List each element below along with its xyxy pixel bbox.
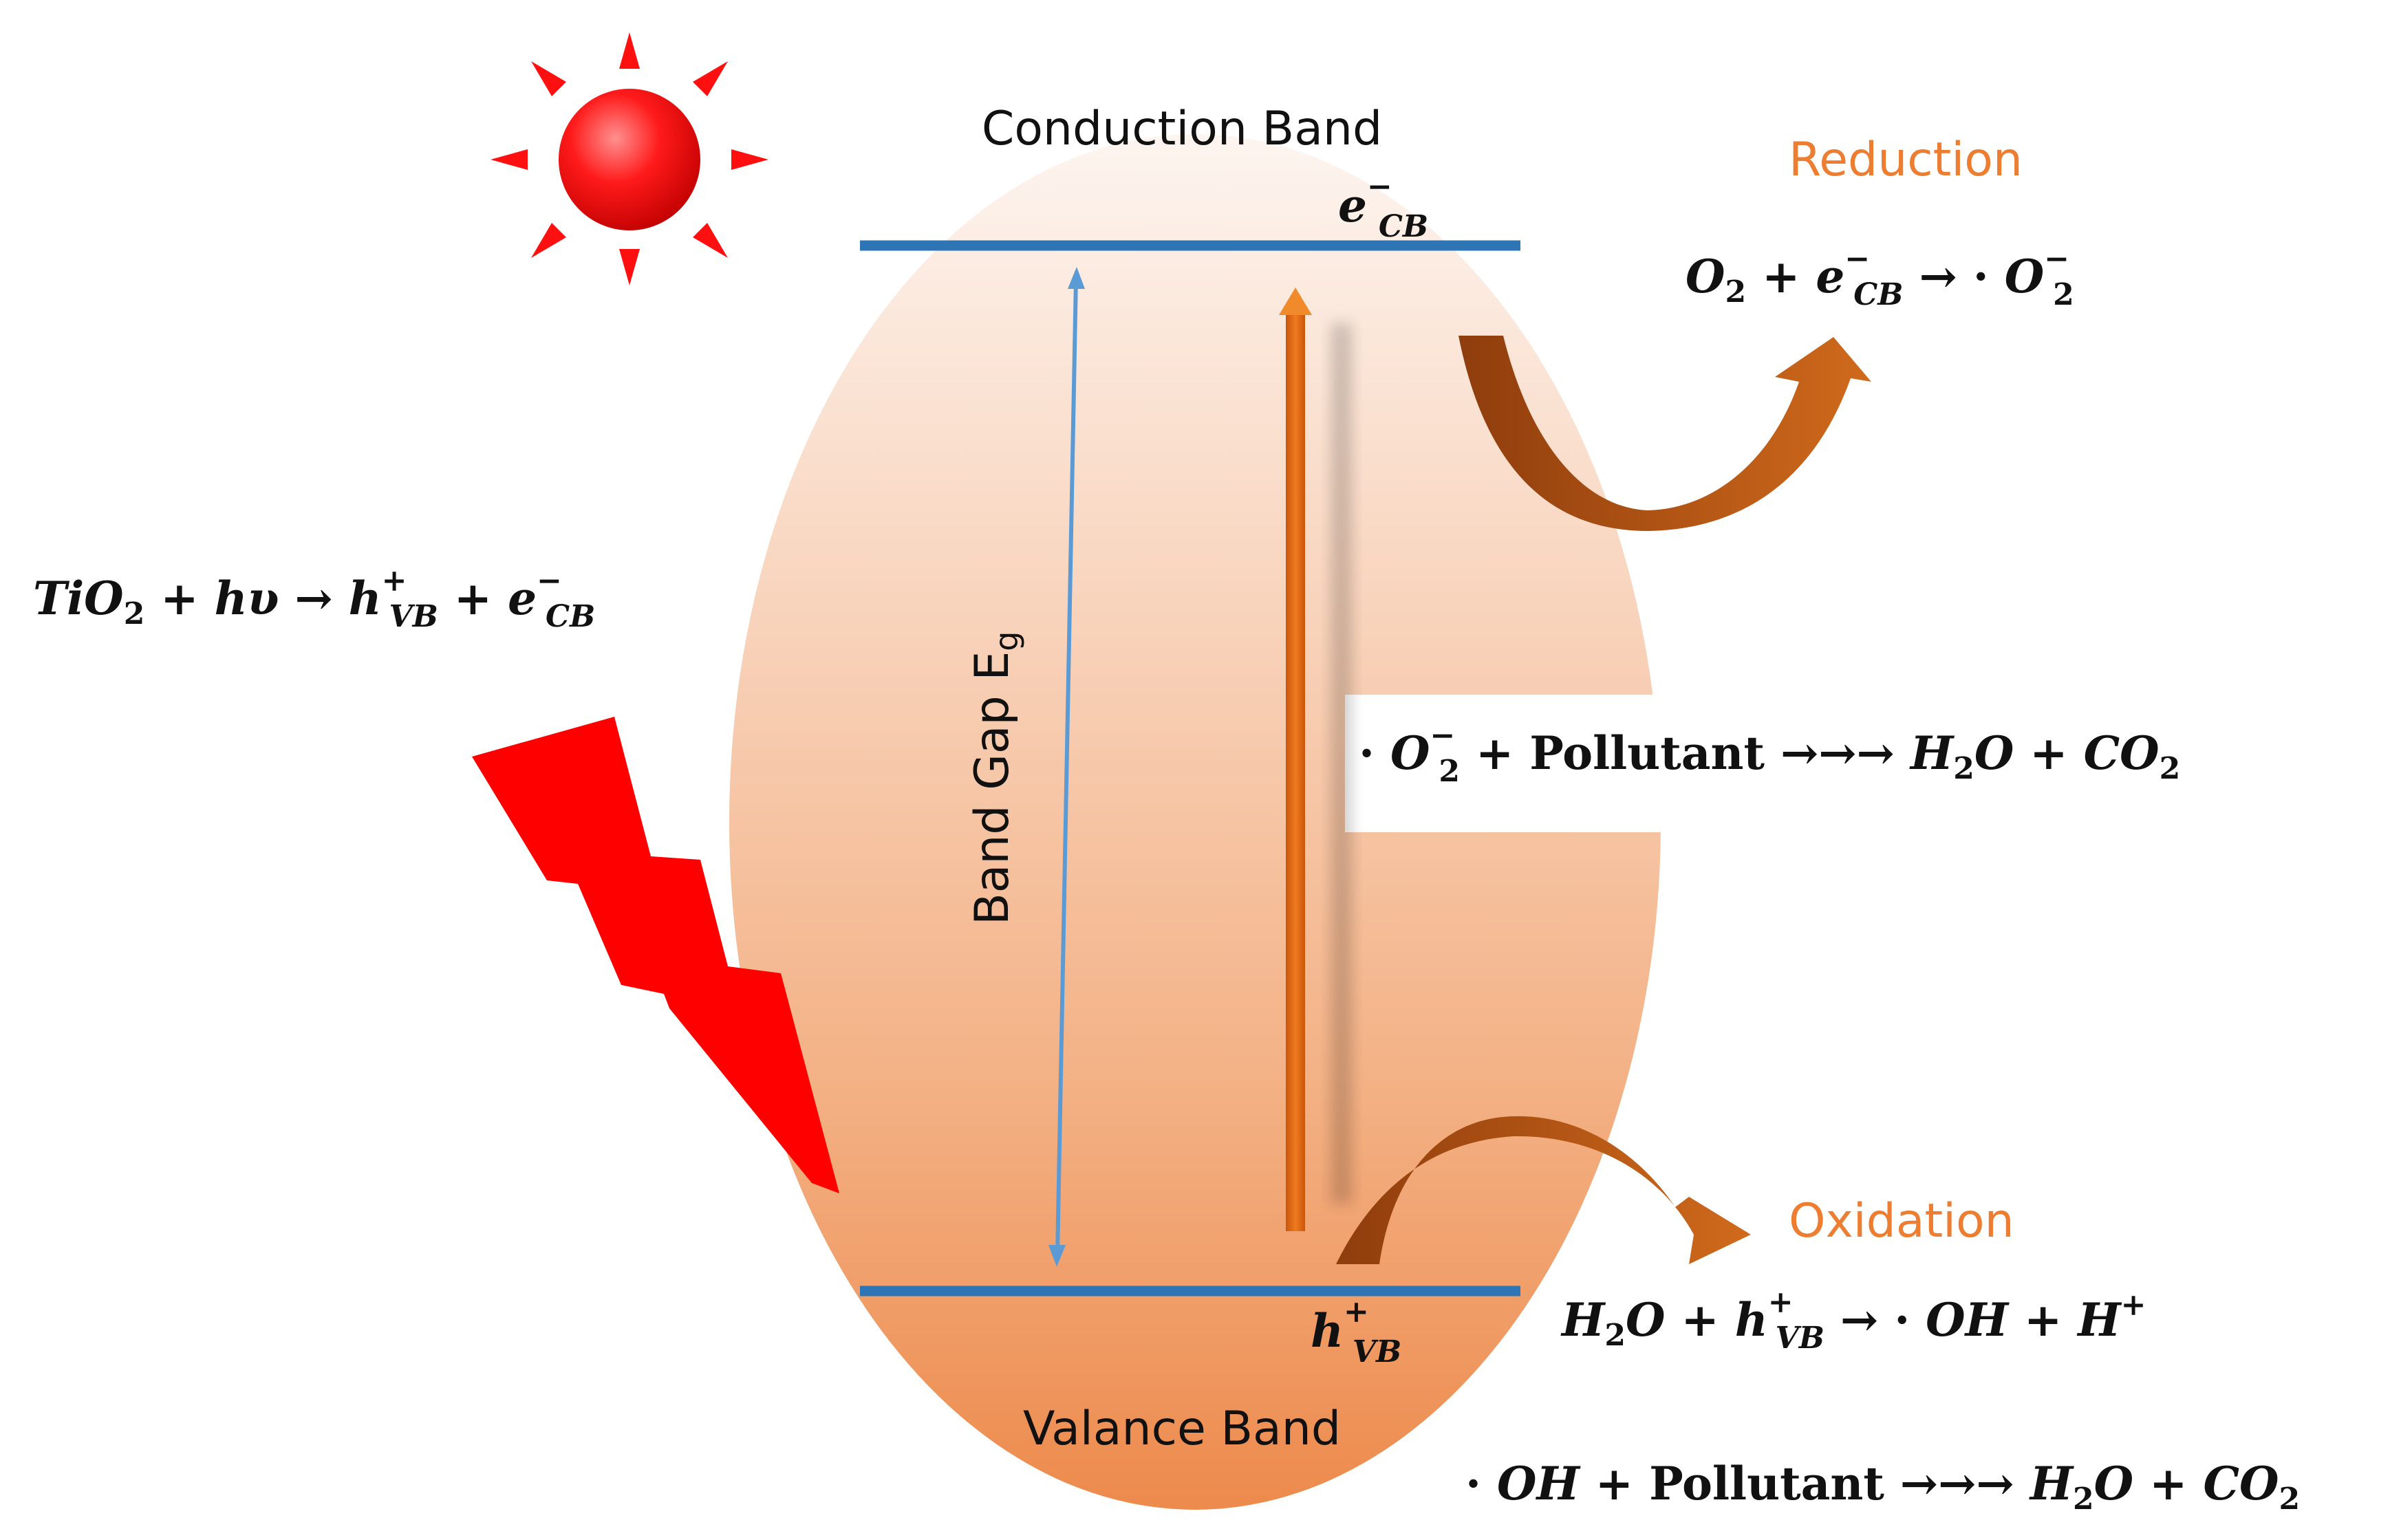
oxidation-label: Oxidation (1789, 1194, 2014, 1248)
reduction-curved-arrow (1458, 336, 1871, 531)
reduction-equation: O2 + e−CB → · O−2 (1686, 241, 2074, 312)
band-ellipse (729, 134, 1661, 1510)
equation-cutout (1345, 695, 1703, 832)
excitation-arrow (1279, 288, 1352, 1231)
band-gap-subscript: g (988, 631, 1025, 651)
band-gap-arrow (1048, 267, 1085, 1267)
pollutant-word-2: Pollutant (1649, 1457, 1884, 1510)
pollutant-word-1: Pollutant (1529, 726, 1765, 780)
superoxide-degradation-equation: · O−2 + Pollutant →→→ H2O + CO2 (1359, 718, 2180, 789)
band-gap-label: Band Gap Eg (965, 631, 1025, 925)
oxidation-equation: H2O + h+VB → · OH + H+ (1560, 1285, 2146, 1356)
conduction-band-label: Conduction Band (982, 102, 1382, 156)
band-gap-text: Band Gap E (965, 651, 1020, 925)
e-cb-symbol: e−CB (1338, 169, 1428, 244)
valence-band-label: Valance Band (1023, 1402, 1341, 1456)
h-vb-symbol: h+VB (1311, 1294, 1401, 1369)
sun-icon (491, 32, 768, 285)
oxidation-curved-arrow (1336, 1116, 1751, 1264)
lightning-icon (472, 717, 839, 1193)
excitation-equation: TiO2 + hυ → h+VB + e−CB (33, 563, 595, 634)
hydroxyl-degradation-equation: · OH + Pollutant →→→ H2O + CO2 (1465, 1457, 2300, 1517)
reduction-label: Reduction (1789, 133, 2023, 187)
